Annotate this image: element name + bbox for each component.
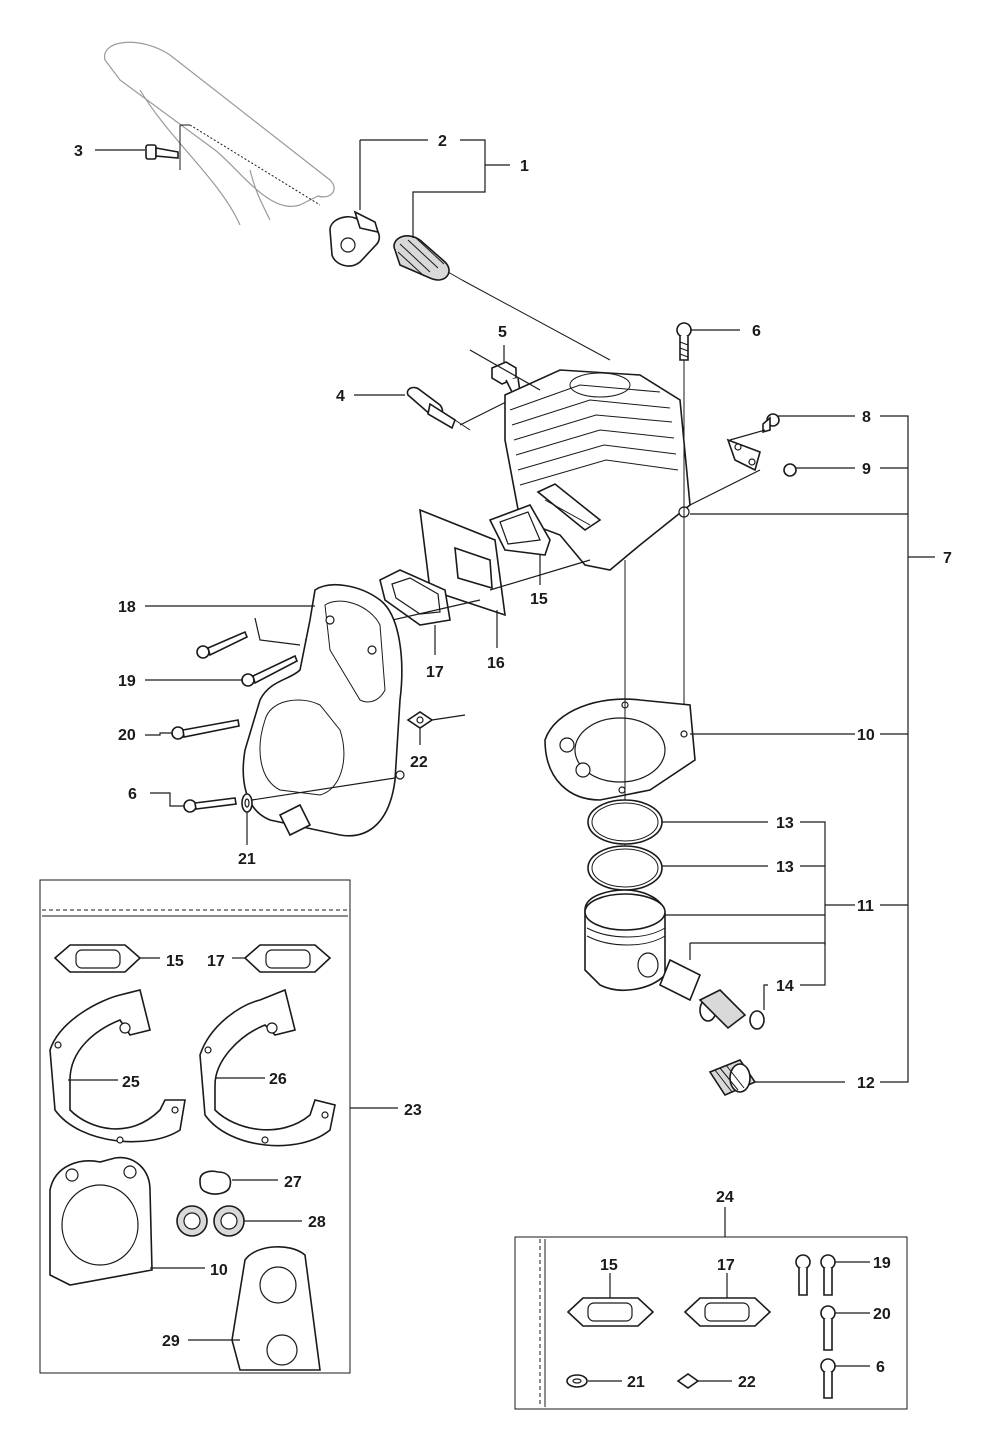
muffler	[242, 584, 405, 837]
screw-20	[171, 719, 240, 740]
kit23-label-26: 26	[269, 1071, 287, 1088]
nut-22	[406, 711, 434, 729]
ring-13-lower	[587, 845, 663, 891]
label-14: 14	[776, 978, 794, 995]
label-9: 9	[862, 461, 871, 478]
label-6-top: 6	[752, 323, 761, 340]
label-19: 19	[118, 673, 136, 690]
label-3: 3	[74, 143, 83, 160]
label-8: 8	[862, 409, 871, 426]
ring-13-upper	[587, 799, 663, 845]
gasket-15	[488, 504, 551, 556]
label-5: 5	[498, 324, 507, 341]
kit24-label-21: 21	[627, 1374, 645, 1391]
kit23-label-10: 10	[210, 1262, 228, 1279]
label-20: 20	[118, 727, 136, 744]
kit23-label-29: 29	[162, 1333, 180, 1350]
callout-labels: 1 2 3 4 5 6 6 7 8 9 10 11 12 13 13 14 15…	[74, 133, 952, 1391]
kit23-label-25: 25	[122, 1074, 140, 1091]
handle-outline	[104, 41, 335, 226]
adjuster-2	[329, 210, 381, 267]
label-4: 4	[336, 388, 345, 405]
label-13-upper: 13	[776, 815, 794, 832]
kit24-label-20: 20	[873, 1306, 891, 1323]
plug-5	[491, 361, 521, 393]
screw-6-lower	[183, 797, 237, 813]
gasket-kit-23	[39, 879, 351, 1374]
label-18: 18	[118, 599, 136, 616]
spring-1	[393, 235, 611, 361]
label-15: 15	[530, 591, 548, 608]
circlip-14	[749, 1010, 765, 1030]
bracket-8	[726, 413, 797, 477]
kit24-label-24: 24	[716, 1189, 734, 1206]
screw-kit-24	[514, 1236, 908, 1410]
label-16: 16	[487, 655, 505, 672]
label-22: 22	[410, 754, 428, 771]
wrist-pin	[658, 958, 747, 1030]
label-7: 7	[943, 550, 952, 567]
label-2: 2	[438, 133, 447, 150]
label-11: 11	[857, 898, 874, 915]
label-10: 10	[857, 727, 875, 744]
kit24-label-19: 19	[873, 1255, 891, 1272]
kit24-label-22: 22	[738, 1374, 756, 1391]
kit23-label-17: 17	[207, 953, 225, 970]
label-12: 12	[857, 1075, 875, 1092]
cylinder-7	[504, 369, 691, 571]
base-gasket-10	[544, 698, 696, 801]
kit24-label-6: 6	[876, 1359, 885, 1376]
screw-3	[145, 124, 321, 206]
label-21: 21	[238, 851, 256, 868]
label-1: 1	[520, 158, 529, 175]
valve-4	[406, 386, 471, 431]
kit24-label-15: 15	[600, 1257, 618, 1274]
bearing-12	[708, 1059, 757, 1097]
piston-11	[584, 889, 666, 991]
kit23-label-27: 27	[284, 1174, 302, 1191]
screw-18	[196, 630, 249, 659]
screw-6-top	[676, 322, 692, 361]
kit24-label-17: 17	[717, 1257, 735, 1274]
label-13-lower: 13	[776, 859, 794, 876]
kit23-label-23: 23	[404, 1102, 422, 1119]
kit23-label-28: 28	[308, 1214, 326, 1231]
label-6-lower: 6	[128, 786, 137, 803]
kit23-label-15: 15	[166, 953, 184, 970]
washer-21	[241, 793, 253, 813]
label-17: 17	[426, 664, 444, 681]
